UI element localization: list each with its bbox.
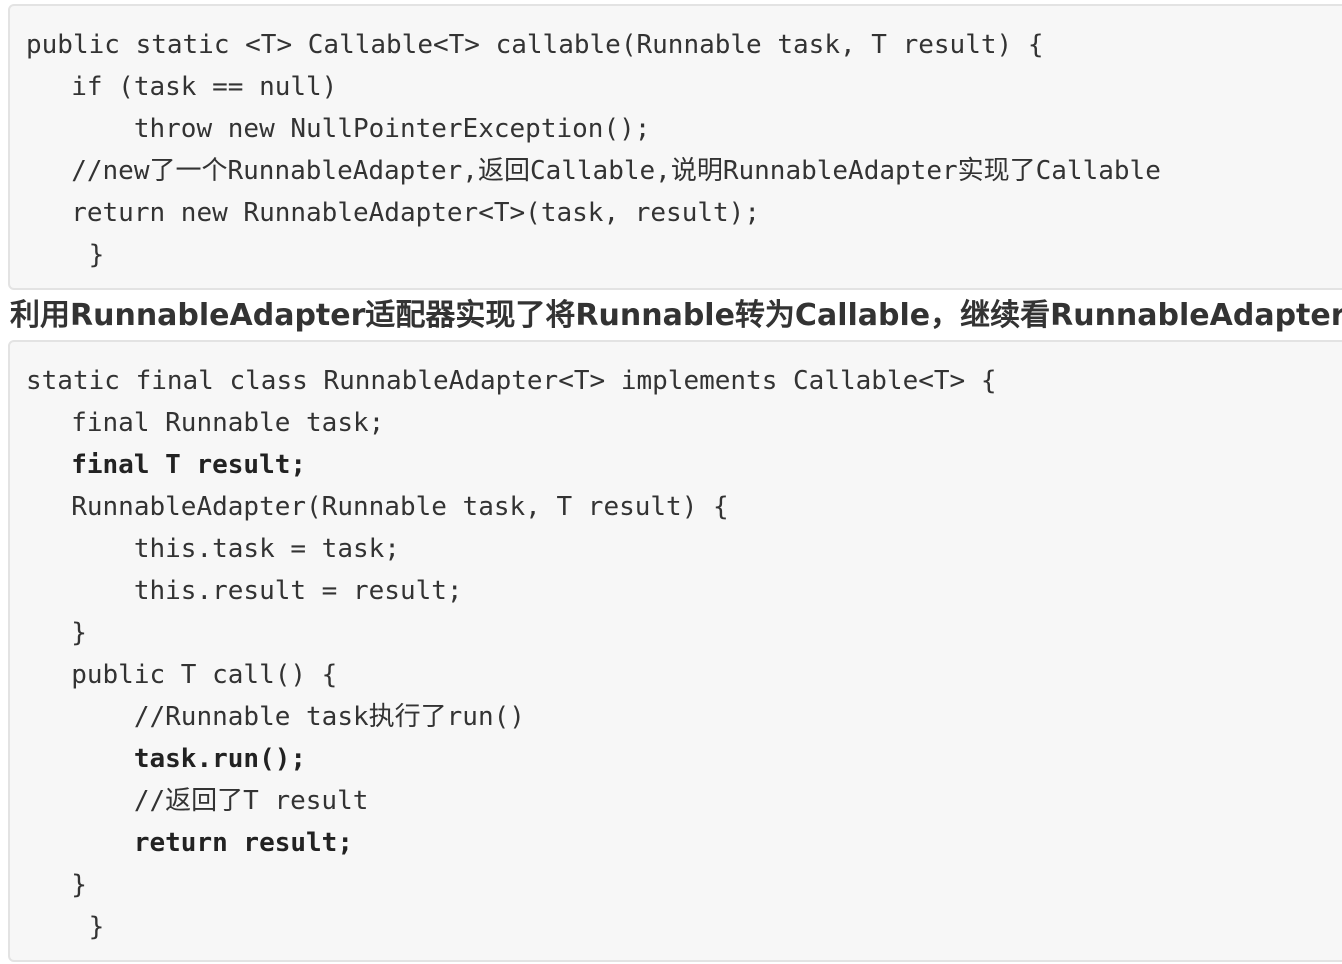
code-line: }	[71, 870, 87, 900]
code-line: }	[26, 240, 105, 270]
code-line: final Runnable task;	[71, 408, 385, 438]
code-line: public static <T> Callable<T> callable(R…	[26, 30, 1044, 60]
code-line: public T call() {	[71, 660, 338, 690]
code-line-highlighted: final T result;	[71, 450, 307, 480]
code-line: this.task = task;	[133, 534, 400, 564]
explanation-paragraph: 利用RunnableAdapter适配器实现了将Runnable转为Callab…	[10, 298, 1342, 333]
code-line: }	[71, 618, 87, 648]
code-comment: //new了一个RunnableAdapter,返回Callable,说明Run…	[8, 156, 1161, 186]
code-line: RunnableAdapter(Runnable task, T result)…	[8, 492, 729, 522]
code-block-runnable-adapter: static final class RunnableAdapter<T> im…	[8, 340, 1342, 962]
code-line-highlighted: return result;	[133, 828, 353, 858]
code-comment: //Runnable task执行了run()	[133, 702, 525, 732]
code-comment: //返回了T result	[133, 786, 369, 816]
code-line: if (task == null)	[71, 72, 338, 102]
code-line: this.result = result;	[133, 576, 463, 606]
code-line-highlighted: task.run();	[133, 744, 307, 774]
code-line: }	[26, 912, 105, 942]
code-line: throw new NullPointerException();	[8, 114, 651, 144]
code-line: static final class RunnableAdapter<T> im…	[26, 366, 997, 396]
code-block-callable: public static <T> Callable<T> callable(R…	[8, 4, 1342, 290]
code-line: return new RunnableAdapter<T>(task, resu…	[8, 198, 760, 228]
